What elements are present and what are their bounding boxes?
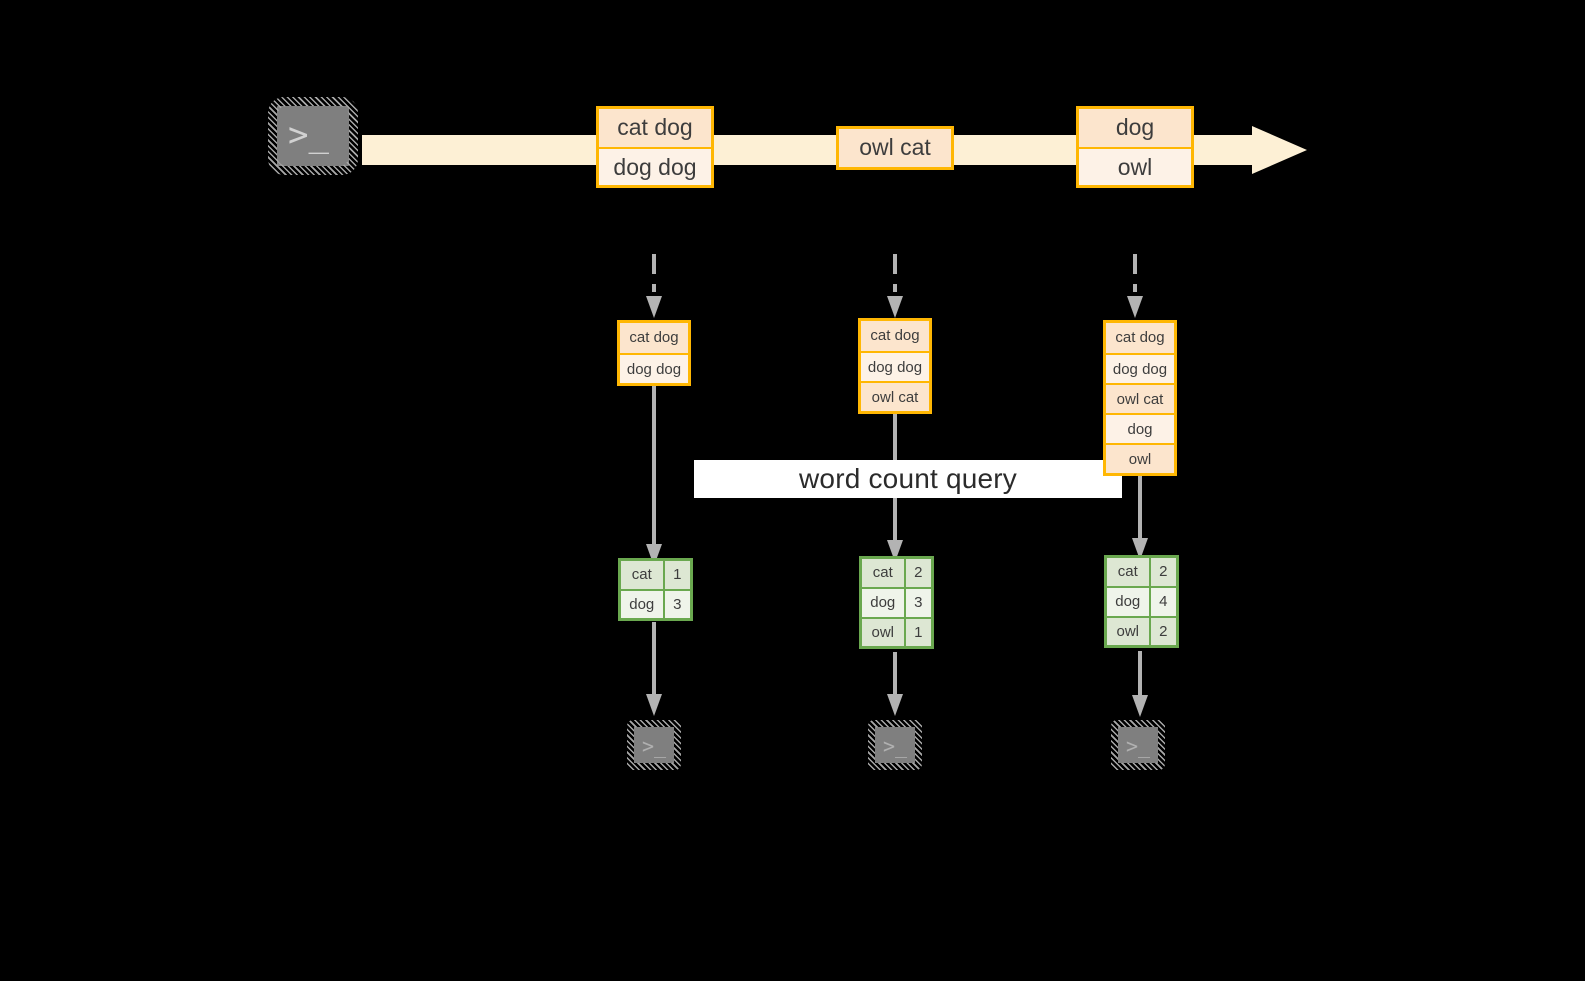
record-cell: cat dog (861, 321, 929, 351)
result-count: 3 (662, 588, 692, 620)
result-word: cat (619, 559, 664, 590)
result-count: 4 (1148, 585, 1178, 617)
record-cell: dog (1079, 109, 1191, 147)
terminal-body (875, 727, 915, 763)
terminal-prompt-glyph: >_ (288, 115, 329, 155)
record-cell: dog dog (1106, 353, 1174, 383)
snapshot-3-input-records: cat dog dog dog owl cat dog owl (1103, 320, 1177, 476)
table-row: dog 3 (860, 586, 933, 618)
result-count: 2 (1148, 556, 1178, 587)
terminal-prompt-glyph: >_ (1126, 734, 1151, 758)
record-cell: cat dog (620, 323, 688, 353)
snapshot-3-sink-arrow (1131, 651, 1149, 719)
record-cell: dog dog (620, 353, 688, 383)
terminal-prompt-glyph: >_ (883, 734, 908, 758)
snapshot-2-sink-terminal-icon: >_ (868, 720, 922, 770)
table-row: cat 1 (619, 559, 692, 590)
snapshot-1-query-arrow (645, 384, 663, 568)
snapshot-2-sink-arrow (886, 652, 904, 718)
table-row: dog 3 (619, 588, 692, 620)
table-row: cat 2 (1105, 556, 1178, 587)
table-row: cat 2 (860, 557, 933, 588)
result-word: owl (1105, 615, 1150, 647)
query-label-text: word count query (799, 463, 1017, 494)
stream-record-1: cat dog dog dog (596, 106, 714, 188)
result-count: 3 (903, 586, 933, 618)
result-count: 2 (903, 557, 933, 588)
terminal-body (277, 106, 349, 166)
result-word: owl (860, 616, 905, 648)
snapshot-3-sink-terminal-icon: >_ (1111, 720, 1165, 770)
result-word: dog (619, 588, 664, 620)
record-cell: cat dog (1106, 323, 1174, 353)
result-word: cat (860, 557, 905, 588)
query-label-band: word count query (694, 460, 1122, 498)
record-cell: owl (1106, 443, 1174, 473)
result-count: 2 (1148, 615, 1178, 647)
record-cell: cat dog (599, 109, 711, 147)
stream-record-2: owl cat (836, 126, 954, 170)
terminal-body (1118, 727, 1158, 763)
result-word: dog (860, 586, 905, 618)
snapshot-2-input-records: cat dog dog dog owl cat (858, 318, 932, 414)
result-count: 1 (662, 559, 692, 590)
source-terminal-icon: >_ (268, 97, 358, 175)
record-cell: owl cat (861, 381, 929, 411)
record-cell: owl (1079, 147, 1191, 185)
record-cell: owl cat (1106, 383, 1174, 413)
snapshot-2-result-table: cat 2 dog 3 owl 1 (859, 556, 934, 649)
result-word: dog (1105, 585, 1150, 617)
stream-record-3: dog owl (1076, 106, 1194, 188)
dashed-connector-3 (1126, 252, 1144, 320)
snapshot-1-sink-terminal-icon: >_ (627, 720, 681, 770)
dashed-connector-2 (886, 252, 904, 320)
terminal-body (634, 727, 674, 763)
result-word: cat (1105, 556, 1150, 587)
snapshot-3-query-arrow (1131, 474, 1149, 562)
result-count: 1 (903, 616, 933, 648)
table-row: owl 1 (860, 616, 933, 648)
table-row: dog 4 (1105, 585, 1178, 617)
record-cell: dog dog (599, 147, 711, 185)
record-cell: dog (1106, 413, 1174, 443)
snapshot-3-result-table: cat 2 dog 4 owl 2 (1104, 555, 1179, 648)
snapshot-1-input-records: cat dog dog dog (617, 320, 691, 386)
record-cell: owl cat (839, 129, 951, 167)
record-cell: dog dog (861, 351, 929, 381)
snapshot-1-result-table: cat 1 dog 3 (618, 558, 693, 621)
dashed-connector-1 (645, 252, 663, 320)
terminal-prompt-glyph: >_ (642, 734, 667, 758)
table-row: owl 2 (1105, 615, 1178, 647)
snapshot-1-sink-arrow (645, 622, 663, 718)
